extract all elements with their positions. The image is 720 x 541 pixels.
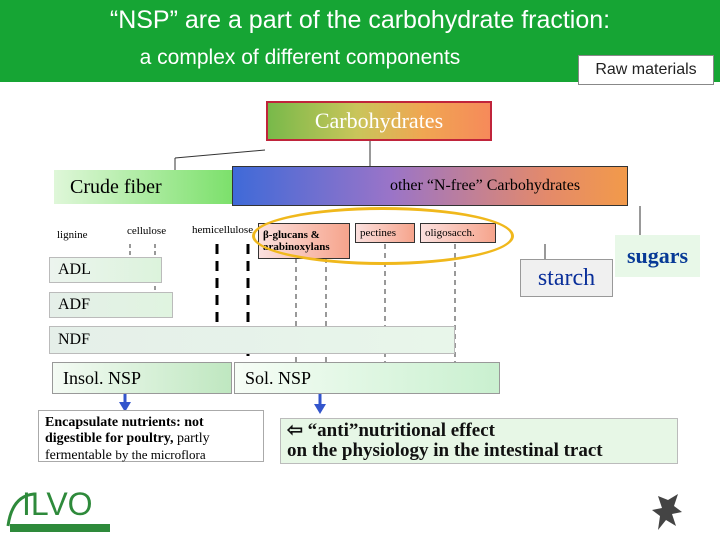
sugars-box: sugars [615, 235, 700, 277]
carbohydrates-box: Carbohydrates [266, 101, 492, 141]
sol-nsp-box: Sol. NSP [234, 362, 500, 394]
starch-box: starch [520, 259, 613, 297]
adl-box: ADL [49, 257, 162, 283]
anti-line-2: on the physiology in the intestinal trac… [287, 440, 603, 461]
slide-title: “NSP” are a part of the carbohydrate fra… [109, 6, 611, 34]
n-free-carbohydrates-box: other “N-free” Carbohydrates [232, 166, 628, 206]
antinutritional-note: ⇦ “anti”nutritional effect on the physio… [280, 418, 678, 464]
encap-text-1: partly fermentable [45, 431, 210, 463]
flanders-lion-graphic [652, 494, 682, 530]
slide-subtitle: a complex of different components [139, 46, 461, 69]
hemicellulose-label: hemicellulose [192, 224, 254, 236]
adf-box: ADF [49, 292, 173, 318]
lignine-label: lignine [57, 229, 88, 241]
encap-text-2: by the microflora [115, 447, 206, 462]
anti-line-1: ⇦ “anti”nutritional effect [287, 420, 495, 441]
crude-fiber-box: Crude fiber [54, 170, 234, 204]
raw-materials-button[interactable]: Raw materials [578, 55, 714, 85]
insol-nsp-box: Insol. NSP [52, 362, 232, 394]
encap-bold-text: Encapsulate nutrients: not digestible fo… [45, 415, 204, 446]
encapsulate-note: Encapsulate nutrients: not digestible fo… [38, 410, 264, 463]
ilvo-logo-text: ILVO [22, 486, 93, 522]
cellulose-label: cellulose [127, 225, 167, 237]
ndf-box: NDF [49, 326, 455, 354]
highlight-ellipse [252, 207, 514, 265]
ilvo-logo-icon: ILVO [4, 486, 114, 534]
flanders-lion-icon [648, 490, 688, 536]
ilvo-logo-graphic [6, 492, 110, 532]
